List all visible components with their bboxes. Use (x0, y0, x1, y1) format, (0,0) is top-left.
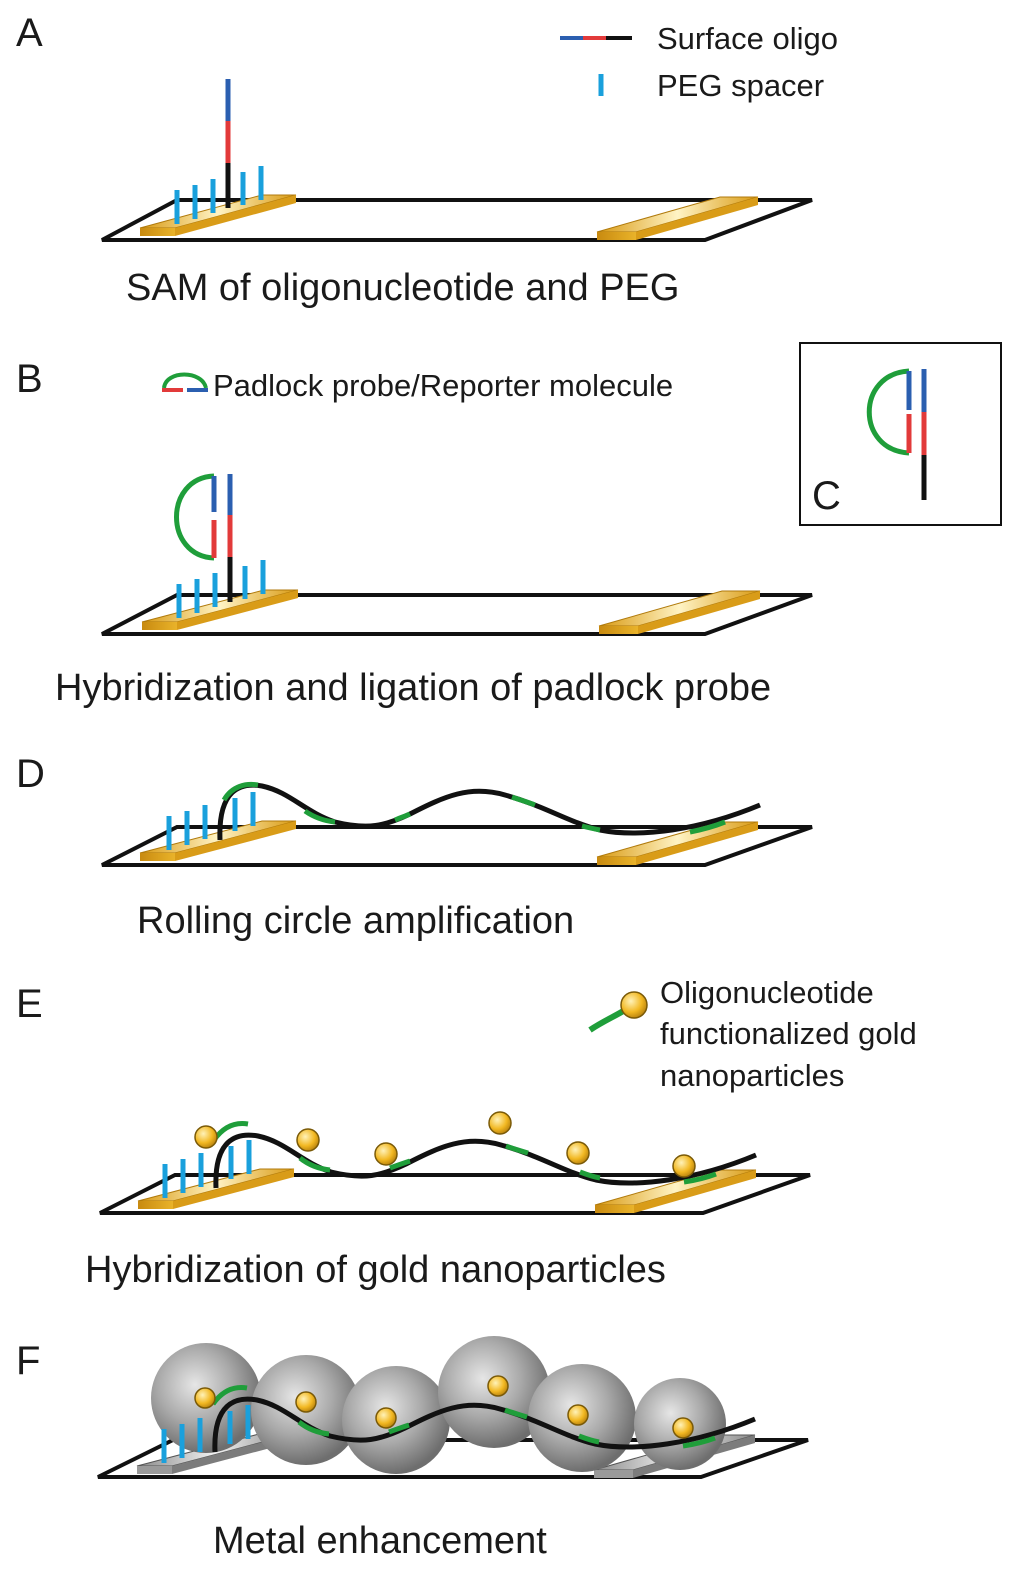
legend-peg-spacer: PEG spacer (598, 68, 824, 103)
gold-nanoparticle (672, 1417, 694, 1439)
gold-electrode-right (598, 590, 761, 634)
gold-electrode-right (596, 196, 759, 240)
legend-np-line1: Oligonucleotide (660, 975, 874, 1010)
panel-d: D Rolling circle amplifica (16, 752, 813, 942)
gold-nanoparticle (375, 1407, 397, 1429)
hybridized-np-oligos (210, 1385, 716, 1449)
caption-d: Rolling circle amplification (137, 900, 574, 942)
padlock-probe-hybridized (174, 473, 217, 561)
legend-surface-oligo: Surface oligo (560, 21, 838, 56)
legend-padlock-probe: Padlock probe/Reporter molecule (162, 368, 673, 403)
caption-a: SAM of oligonucleotide and PEG (126, 267, 679, 309)
gold-nanoparticles-bound (194, 1111, 696, 1178)
gold-electrode-right (596, 821, 759, 865)
gold-nanoparticle (296, 1128, 320, 1152)
panel-b: B Padlock probe/Reporter molecule (16, 357, 813, 709)
gold-nanoparticle-icon (620, 991, 648, 1019)
legend-peg-spacer-label: PEG spacer (657, 68, 824, 103)
peg-spacers (174, 166, 264, 224)
peg-spacers (161, 1405, 251, 1463)
gold-nanoparticle (566, 1141, 590, 1165)
panel-label-b: B (16, 357, 43, 401)
gold-nanoparticle (295, 1391, 317, 1413)
inset-oligo-with-probe (866, 368, 927, 500)
gold-nanoparticle (194, 1387, 216, 1409)
legend-gold-nanoparticle: Oligonucleotide functionalized gold nano… (588, 975, 917, 1093)
panel-label-c: C (812, 474, 841, 518)
gold-electrode-right (594, 1169, 757, 1213)
gold-nanoparticle-cores (194, 1375, 694, 1439)
panel-label-d: D (16, 752, 45, 796)
peg-spacers (166, 792, 256, 850)
rca-product-strand (212, 1396, 756, 1453)
legend-padlock-probe-label: Padlock probe/Reporter molecule (213, 368, 673, 403)
panel-f: F (16, 1336, 809, 1562)
rca-product-strand (213, 1132, 757, 1189)
gold-nanoparticle (567, 1404, 589, 1426)
rca-product-strand (217, 782, 761, 841)
panel-c-inset: C (799, 342, 1002, 526)
gold-nanoparticle (487, 1375, 509, 1397)
caption-e: Hybridization of gold nanoparticles (85, 1249, 666, 1291)
panel-e: E Oligonucleotide functionalized gold na… (16, 975, 917, 1291)
caption-f: Metal enhancement (213, 1520, 547, 1562)
gold-nanoparticle (672, 1154, 696, 1178)
peg-spacers (162, 1140, 252, 1198)
legend-surface-oligo-label: Surface oligo (657, 21, 838, 56)
padlock-probe-icon (162, 372, 208, 389)
peg-spacers (176, 560, 266, 618)
caption-b: Hybridization and ligation of padlock pr… (55, 667, 771, 709)
rca-repeat-segments (221, 781, 726, 835)
panel-label-e: E (16, 982, 43, 1026)
gold-nanoparticle (194, 1125, 218, 1149)
gold-nanoparticle (488, 1111, 512, 1135)
panel-label-a: A (16, 11, 43, 55)
panel-label-f: F (16, 1339, 40, 1383)
legend-np-line3: nanoparticles (660, 1058, 844, 1093)
legend-np-line2: functionalized gold (660, 1016, 917, 1051)
panel-a: A Surface oligo PEG spacer (16, 11, 838, 309)
gold-nanoparticle (374, 1142, 398, 1166)
